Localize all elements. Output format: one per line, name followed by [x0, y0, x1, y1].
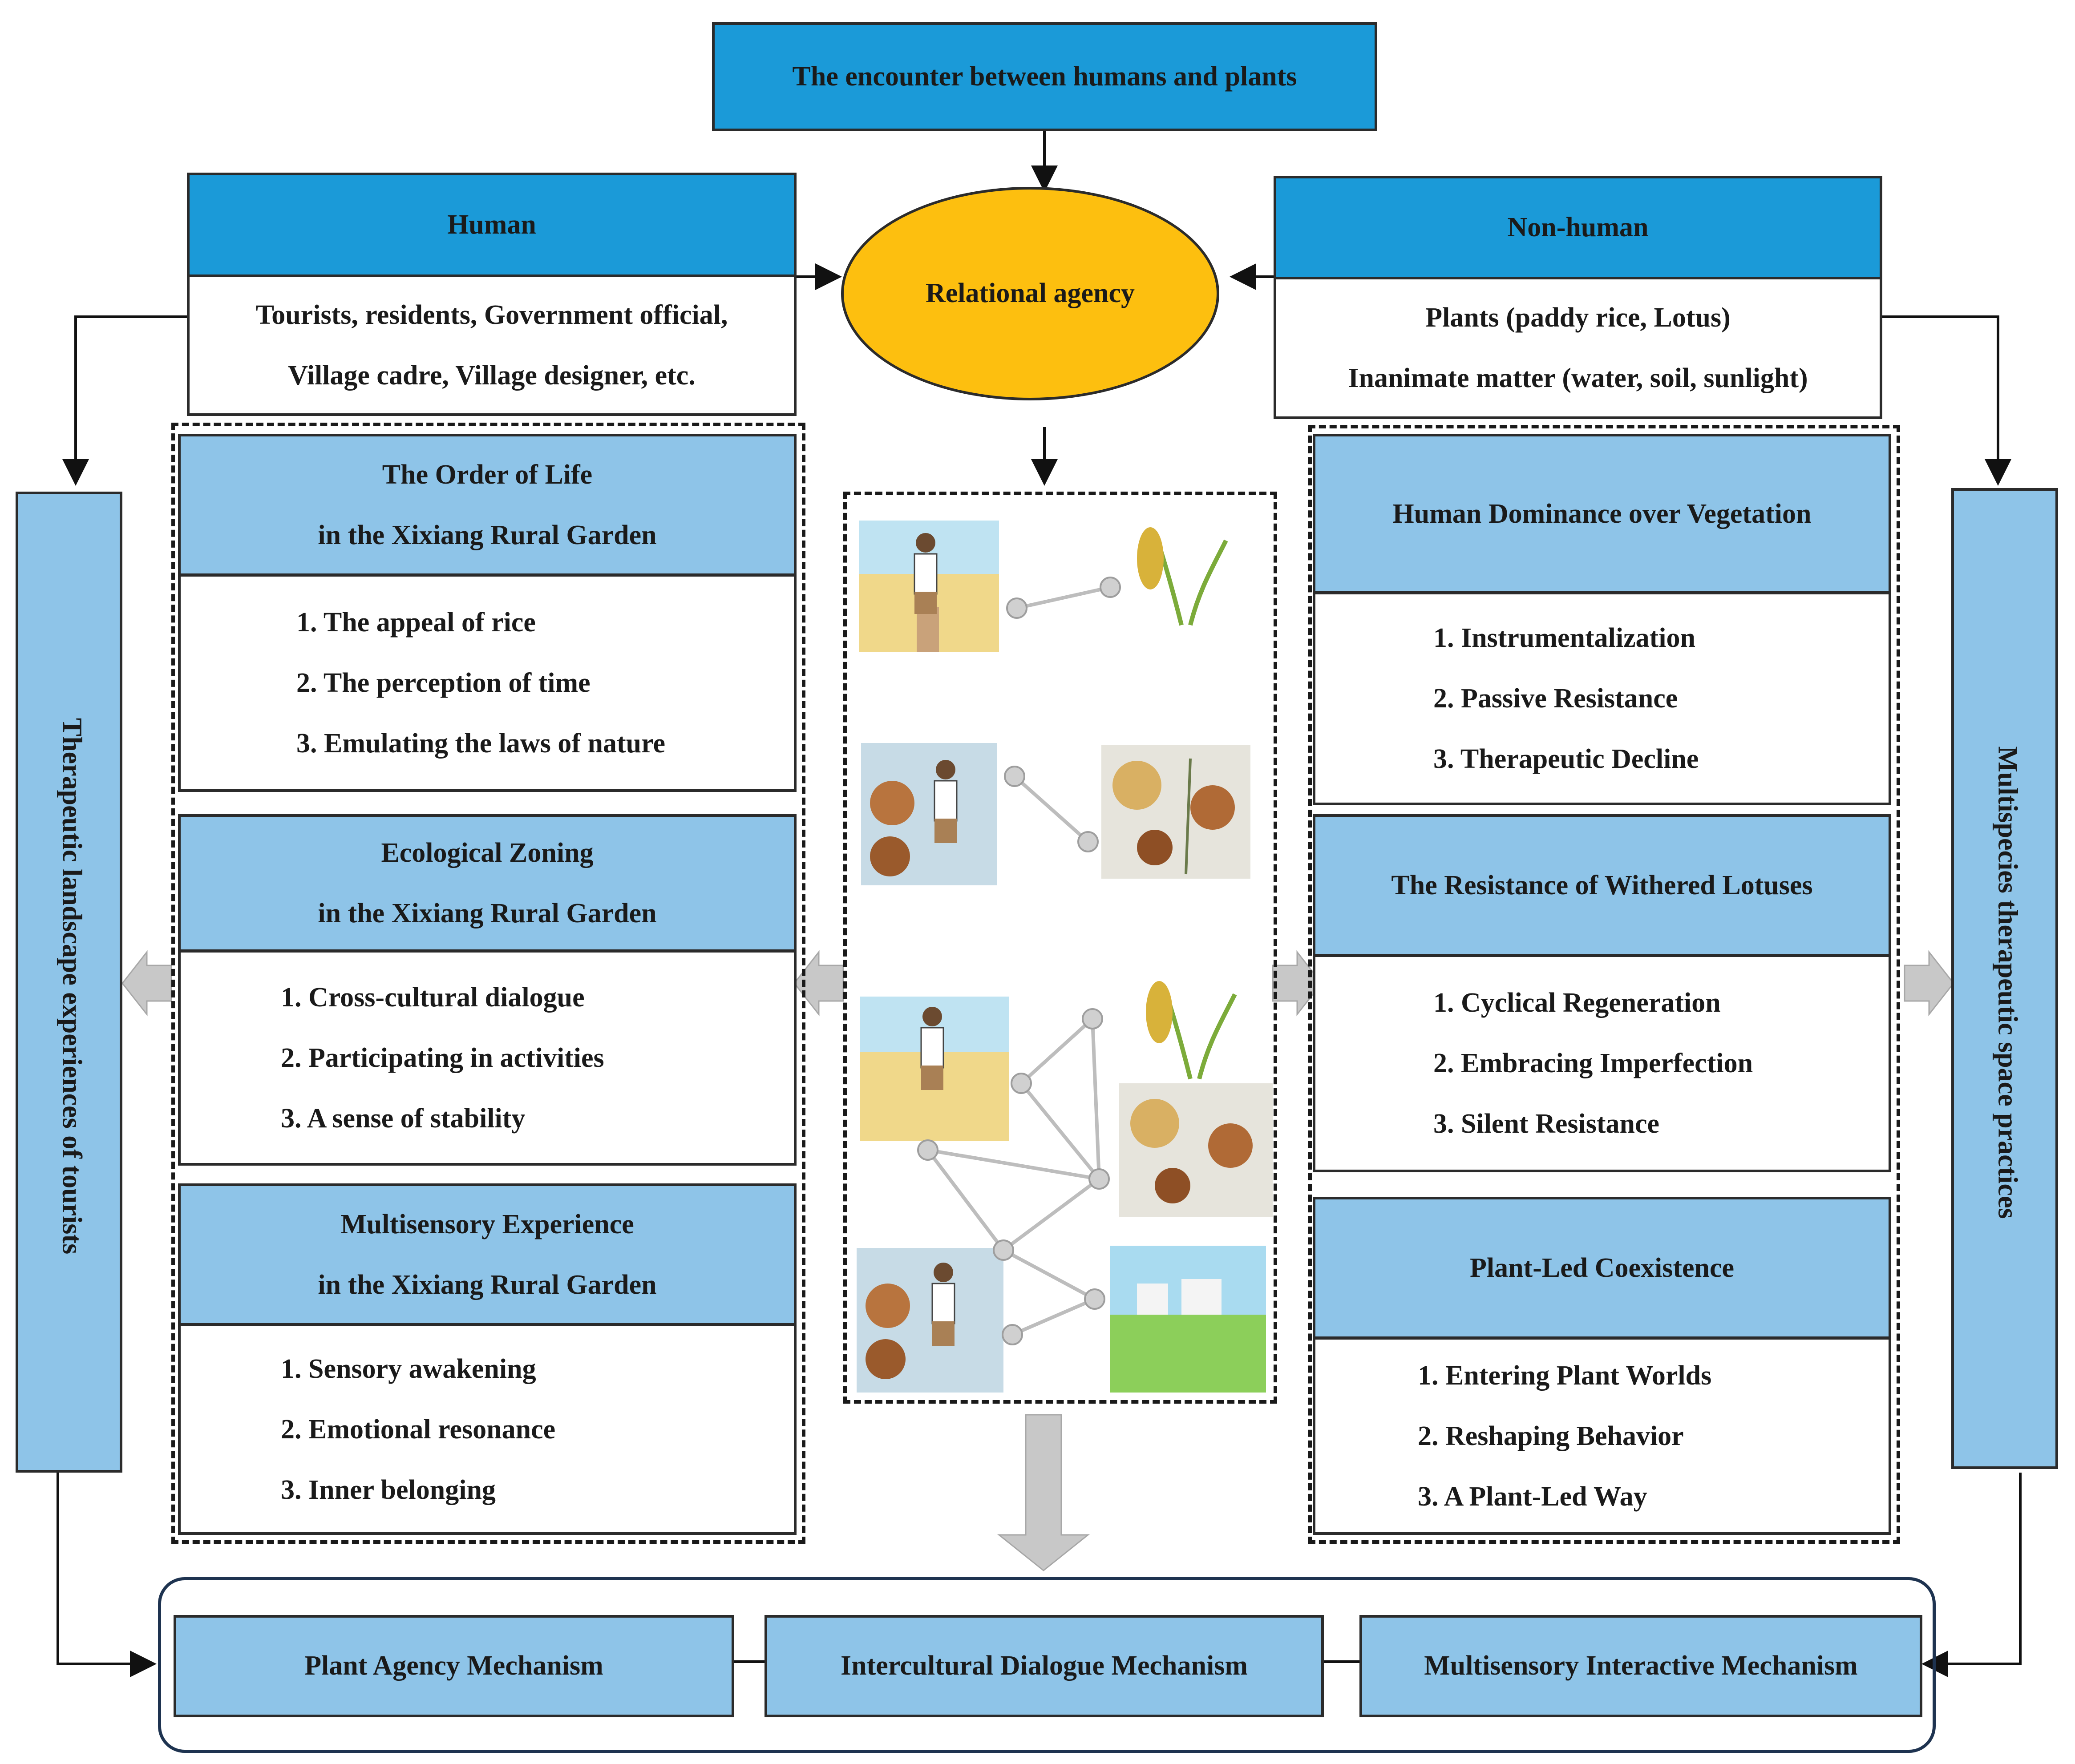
- right-section-2-item-2: 2. Embracing Imperfection: [1433, 1048, 1753, 1078]
- mechanisms-container: [158, 1577, 1936, 1753]
- top-title: The encounter between humans and plants: [792, 61, 1297, 92]
- right-section-3-header: Plant-Led Coexistence: [1313, 1197, 1891, 1339]
- nonhuman-line-2: Inanimate matter (water, soil, sunlight): [1348, 363, 1808, 393]
- mechanism-multisensory-interactive: Multisensory Interactive Mechanism: [1359, 1615, 1922, 1717]
- right-section-3-title-1: Plant-Led Coexistence: [1469, 1253, 1735, 1283]
- left-section-1-body: 1. The appeal of rice 2. The perception …: [178, 574, 797, 792]
- left-section-2-body: 1. Cross-cultural dialogue 2. Participat…: [178, 950, 797, 1166]
- illustration-tiles: [857, 521, 1273, 1393]
- left-section-3-item-3: 3. Inner belonging: [281, 1474, 496, 1505]
- nonhuman-line-1: Plants (paddy rice, Lotus): [1425, 303, 1731, 333]
- right-section-2-header: The Resistance of Withered Lotuses: [1313, 814, 1891, 957]
- nonhuman-title: Non-human: [1507, 212, 1649, 242]
- right-section-3-item-3: 3. A Plant-Led Way: [1418, 1481, 1647, 1512]
- left-section-2-item-2: 2. Participating in activities: [281, 1042, 604, 1073]
- right-section-1-item-2: 2. Passive Resistance: [1433, 683, 1678, 714]
- grey-arrow-left-inner: [793, 950, 844, 1017]
- human-line-2: Village cadre, Village designer, etc.: [288, 360, 696, 391]
- left-section-3-body: 1. Sensory awakening 2. Emotional resona…: [178, 1324, 797, 1535]
- arrow-human-to-left-sidebar: [62, 315, 187, 486]
- network-illustration: [857, 521, 1273, 1393]
- human-line-1: Tourists, residents, Government official…: [255, 300, 728, 330]
- network-edges: [926, 585, 1111, 1336]
- arrow-nonhuman-to-right-sidebar: [1882, 315, 2011, 486]
- right-section-1-item-1: 1. Instrumentalization: [1433, 623, 1695, 653]
- grey-arrow-down: [997, 1414, 1090, 1571]
- right-dashed-group: [1308, 425, 1900, 1544]
- arrow-left-sidebar-to-mechanisms: [57, 1473, 157, 1677]
- right-section-3-body: 1. Entering Plant Worlds 2. Reshaping Be…: [1313, 1337, 1891, 1535]
- mechanism-2-label: Intercultural Dialogue Mechanism: [840, 1651, 1248, 1681]
- right-sidebar-label: Multispecies therapeutic space practices: [1992, 746, 2023, 1219]
- left-section-1-header: The Order of Life in the Xixiang Rural G…: [178, 434, 797, 576]
- left-section-3-header: Multisensory Experience in the Xixiang R…: [178, 1183, 797, 1326]
- right-sidebar: Multispecies therapeutic space practices: [1951, 488, 2058, 1469]
- left-section-1-title-2: in the Xixiang Rural Garden: [318, 520, 657, 550]
- relational-agency-ellipse: Relational agency: [841, 187, 1219, 400]
- network-nodes: [917, 577, 1121, 1345]
- left-section-1-item-2: 2. The perception of time: [296, 668, 591, 698]
- left-section-3-item-2: 2. Emotional resonance: [281, 1414, 556, 1445]
- right-section-2-item-3: 3. Silent Resistance: [1433, 1109, 1660, 1139]
- human-header: Human: [187, 173, 797, 277]
- left-section-2-title-1: Ecological Zoning: [381, 838, 594, 868]
- right-section-1-item-3: 3. Therapeutic Decline: [1433, 744, 1699, 774]
- left-sidebar-label: Therapeutic landscape experiences of tou…: [57, 718, 87, 1255]
- right-section-3-item-2: 2. Reshaping Behavior: [1418, 1421, 1684, 1451]
- mechanism-intercultural-dialogue: Intercultural Dialogue Mechanism: [764, 1615, 1324, 1717]
- left-section-2-header: Ecological Zoning in the Xixiang Rural G…: [178, 814, 797, 952]
- left-section-1-title-1: The Order of Life: [382, 460, 593, 490]
- relational-agency-label: Relational agency: [925, 278, 1135, 309]
- left-section-2-item-1: 1. Cross-cultural dialogue: [281, 982, 585, 1013]
- arrow-right-sidebar-to-mechanisms: [1921, 1473, 2022, 1677]
- right-section-2-item-1: 1. Cyclical Regeneration: [1433, 988, 1721, 1018]
- right-section-1-header: Human Dominance over Vegetation: [1313, 434, 1891, 594]
- top-title-box: The encounter between humans and plants: [712, 22, 1377, 131]
- left-section-3-title-2: in the Xixiang Rural Garden: [318, 1270, 657, 1300]
- human-title: Human: [447, 209, 536, 240]
- network-dashed-panel: [843, 492, 1277, 1404]
- left-section-2-item-3: 3. A sense of stability: [281, 1103, 526, 1134]
- left-section-1-item-3: 3. Emulating the laws of nature: [296, 728, 666, 759]
- right-section-1-title-1: Human Dominance over Vegetation: [1392, 499, 1812, 529]
- nonhuman-header: Non-human: [1274, 176, 1882, 279]
- nonhuman-body: Plants (paddy rice, Lotus) Inanimate mat…: [1274, 277, 1882, 419]
- grey-arrow-right-outer: [1904, 950, 1954, 1017]
- grey-arrow-left-outer: [121, 950, 172, 1017]
- right-section-2-body: 1. Cyclical Regeneration 2. Embracing Im…: [1313, 954, 1891, 1172]
- left-sidebar: Therapeutic landscape experiences of tou…: [16, 492, 122, 1473]
- mechanism-1-label: Plant Agency Mechanism: [304, 1651, 603, 1681]
- right-section-3-item-1: 1. Entering Plant Worlds: [1418, 1360, 1712, 1391]
- right-section-2-title-1: The Resistance of Withered Lotuses: [1391, 870, 1813, 900]
- mechanism-3-label: Multisensory Interactive Mechanism: [1424, 1651, 1858, 1681]
- left-section-2-title-2: in the Xixiang Rural Garden: [318, 898, 657, 928]
- mechanism-plant-agency: Plant Agency Mechanism: [174, 1615, 734, 1717]
- right-section-1-body: 1. Instrumentalization 2. Passive Resist…: [1313, 592, 1891, 805]
- left-section-1-item-1: 1. The appeal of rice: [296, 607, 536, 638]
- left-dashed-group: [171, 423, 805, 1544]
- left-section-3-title-1: Multisensory Experience: [340, 1209, 634, 1239]
- human-body: Tourists, residents, Government official…: [187, 274, 797, 416]
- left-section-3-item-1: 1. Sensory awakening: [281, 1353, 536, 1384]
